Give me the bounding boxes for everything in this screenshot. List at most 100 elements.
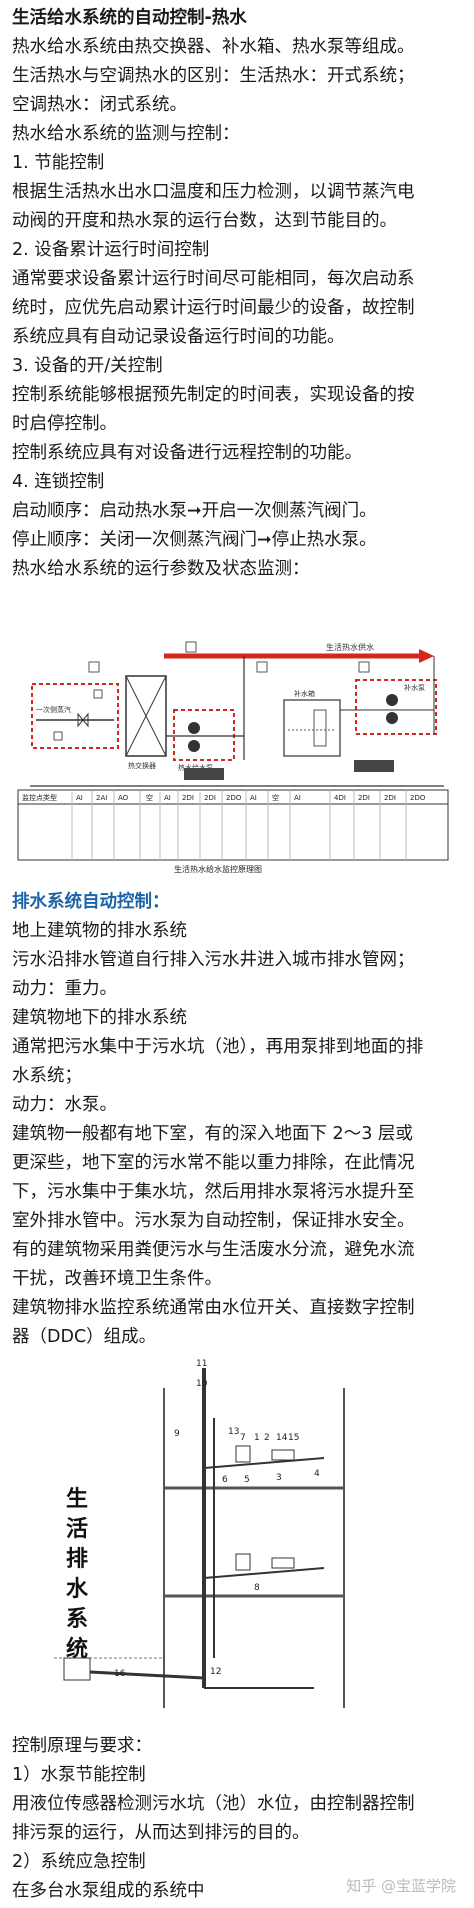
section1-line: 控制系统能够根据预先制定的时间表，实现设备的按 <box>12 385 415 405</box>
pump-icon <box>188 740 200 752</box>
section1-line: 3. 设备的开/关控制 <box>12 356 163 376</box>
table-code: AI <box>76 794 83 802</box>
pump-icon <box>188 722 200 734</box>
section1-line: 1. 节能控制 <box>12 153 105 173</box>
section1-line: 系统应具有自动记录设备运行时间的功能。 <box>12 327 345 347</box>
part-number: 4 <box>314 1469 320 1479</box>
pump-right-label: 补水泵 <box>404 683 425 692</box>
section2-line: 器（DDC）组成。 <box>12 1327 157 1347</box>
section1-line: 4. 连锁控制 <box>12 472 105 492</box>
section1-line: 空调热水：闭式系统。 <box>12 95 187 115</box>
section1-line: 热水给水系统的运行参数及状态监测： <box>12 559 310 579</box>
section1: 生活给水系统的自动控制-热水 热水给水系统由热交换器、补水箱、热水泵等组成。 生… <box>12 4 464 584</box>
sensor-icon <box>88 661 100 673</box>
table-code: 2DI <box>358 794 370 802</box>
section2-line: 有的建筑物采用粪便污水与生活废水分流，避免水流 <box>12 1240 415 1260</box>
part-number: 13 <box>228 1427 239 1437</box>
section1-line: 时启停控制。 <box>12 414 117 434</box>
table-code: 2AI <box>96 794 107 802</box>
basin-icon <box>271 1449 295 1461</box>
table-codes: AI 2AI AO 空 AI 2DI 2DI 2DO AI 空 AI 4DI 2… <box>76 793 426 802</box>
part-number: 1 <box>254 1433 260 1443</box>
part-number: 6 <box>222 1475 228 1485</box>
section3-line: 2）系统应急控制 <box>12 1852 146 1872</box>
section1-line: 生活热水与空调热水的区别：生活热水：开式系统； <box>12 66 415 86</box>
sensor-icon <box>358 661 370 673</box>
side-title-char: 活 <box>66 1517 88 1542</box>
side-title-char: 水 <box>66 1577 89 1602</box>
section1-title: 生活给水系统的自动控制-热水 <box>12 8 247 28</box>
part-number: 2 <box>264 1433 270 1443</box>
controller-icon <box>354 760 394 772</box>
part-number: 14 <box>276 1433 288 1443</box>
side-title-char: 生 <box>66 1487 88 1512</box>
branch-pipe <box>203 1457 325 1469</box>
monitor-table <box>17 789 449 861</box>
table-columns <box>71 790 407 860</box>
table-code: 2DI <box>204 794 216 802</box>
side-title-char: 统 <box>66 1636 88 1662</box>
figure1-caption: 生活热水给水监控原理图 <box>174 864 262 874</box>
section2-line: 下，污水集中于集水坑，然后用排水泵将污水提升至 <box>12 1182 415 1202</box>
side-title-char: 排 <box>66 1547 88 1572</box>
section2-line: 动力：重力。 <box>12 979 117 999</box>
part-number: 12 <box>210 1667 221 1677</box>
level-sensor <box>313 709 327 747</box>
sensor-icon <box>256 661 268 673</box>
section2-line: 干扰，改善环境卫生条件。 <box>12 1269 222 1289</box>
section2-line: 更深些，地下室的污水常不能以重力排除，在此情况 <box>12 1153 415 1173</box>
part-number: 9 <box>174 1429 180 1439</box>
section2-line: 动力：水泵。 <box>12 1095 117 1115</box>
section1-line: 2. 设备累计运行时间控制 <box>12 240 210 260</box>
section2-line: 建筑物一般都有地下室，有的深入地面下 2～3 层或 <box>12 1124 413 1144</box>
section3-line: 在多台水泵组成的系统中 <box>12 1881 205 1901</box>
section3: 控制原理与要求： 1）水泵节能控制 用液位传感器检测污水坑（池）水位，由控制器控… <box>12 1732 464 1906</box>
part-number: 16 <box>114 1669 126 1679</box>
section1-line: 通常要求设备累计运行时间尽可能相同，每次启动系 <box>12 269 415 289</box>
sewer-well <box>63 1657 91 1681</box>
controller-icon <box>184 768 224 780</box>
section2-line: 建筑物排水监控系统通常由水位开关、直接数字控制 <box>12 1298 415 1318</box>
toilet-icon <box>235 1553 251 1571</box>
table-code: AI <box>250 794 257 802</box>
section3-line: 控制原理与要求： <box>12 1736 152 1756</box>
part-number: 8 <box>254 1583 260 1593</box>
pump-box-right <box>355 679 437 735</box>
table-code: AI <box>164 794 171 802</box>
table-code: AI <box>294 794 301 802</box>
table-code: 2DI <box>384 794 396 802</box>
section2-line: 水系统； <box>12 1066 82 1086</box>
table-code: 空 <box>272 793 279 802</box>
hot-water-diagram: 生活热水供水 一次侧蒸汽 热交换器 热水给水泵 <box>14 640 452 876</box>
toilet-icon <box>235 1445 251 1463</box>
part-number: 10 <box>196 1379 208 1389</box>
watermark: 知乎 @宝蓝学院 <box>346 1877 456 1895</box>
hot-water-diagram-svg: 生活热水供水 一次侧蒸汽 热交换器 热水给水泵 <box>17 641 449 874</box>
table-code: 2DO <box>410 794 426 802</box>
section1-line: 控制系统应具有对设备进行远程控制的功能。 <box>12 443 362 463</box>
section1-line: 启动顺序：启动热水泵➞开启一次侧蒸汽阀门。 <box>12 501 377 521</box>
section1-line: 动阀的开度和热水泵的运行台数，达到节能目的。 <box>12 211 397 231</box>
section1-line: 根据生活热水出水口温度和压力检测，以调节蒸汽电 <box>12 182 415 202</box>
exchanger-cross <box>125 675 167 757</box>
pump-icon <box>386 694 398 706</box>
table-code: 4DI <box>334 794 346 802</box>
section1-line: 停止顺序：关闭一次侧蒸汽阀门➞停止热水泵。 <box>12 530 377 550</box>
basin-icon <box>271 1557 295 1569</box>
table-code: 2DI <box>182 794 194 802</box>
section1-line: 热水给水系统的监测与控制： <box>12 124 240 144</box>
part-numbers: 11 10 9 13 7 1 2 14 15 16 3 4 5 6 8 12 <box>114 1359 320 1679</box>
section1-line: 统时，应优先启动累计运行时间最少的设备，故控制 <box>12 298 415 318</box>
pump-left-label: 热水给水泵 <box>178 763 213 772</box>
table-code: 空 <box>146 793 153 802</box>
section3-line: 用液位传感器检测污水坑（池）水位，由控制器控制 <box>12 1794 415 1814</box>
section1-line: 热水给水系统由热交换器、补水箱、热水泵等组成。 <box>12 37 415 57</box>
side-title: 生 活 排 水 系 统 <box>66 1487 89 1662</box>
section3-line: 1）水泵节能控制 <box>12 1765 146 1785</box>
section2-line: 通常把污水集中于污水坑（池），再用泵排到地面的排 <box>12 1037 424 1057</box>
side-title-char: 系 <box>66 1607 88 1632</box>
branch-pipe <box>203 1567 325 1579</box>
section2: 排水系统自动控制： 地上建筑物的排水系统 污水沿排水管道自行排入污水井进入城市排… <box>12 888 464 1352</box>
tank-label: 补水箱 <box>294 689 315 698</box>
